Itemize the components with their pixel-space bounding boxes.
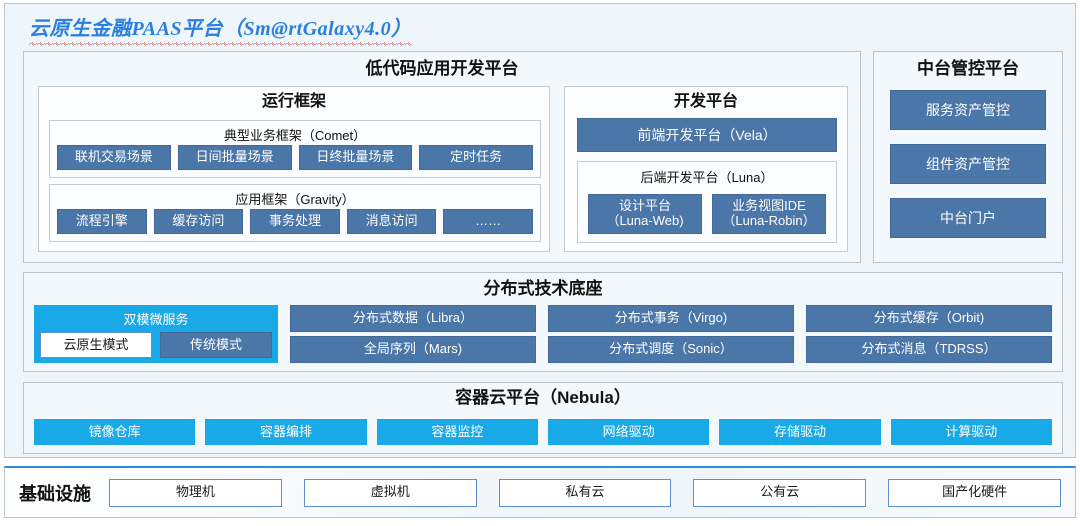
container-chip[interactable]: 计算驱动 (890, 419, 1052, 445)
gravity-chip-more[interactable]: …… (443, 209, 533, 234)
infrastructure-chip[interactable]: 国产化硬件 (888, 478, 1061, 507)
container-chip[interactable]: 存储驱动 (719, 419, 881, 445)
container-cloud-panel: 容器云平台（Nebula） 镜像仓库 容器编排 容器监控 网络驱动 存储驱动 计… (23, 382, 1063, 454)
comet-chip[interactable]: 联机交易场景 (57, 145, 171, 170)
container-chip[interactable]: 容器监控 (376, 419, 538, 445)
comet-chip-row: 联机交易场景 日间批量场景 日终批量场景 定时任务 (57, 145, 533, 170)
frontend-platform-chip[interactable]: 前端开发平台（Vela） (577, 118, 837, 152)
container-chip[interactable]: 镜像仓库 (34, 419, 196, 445)
distributed-base-panel: 分布式技术底座 双模微服务 云原生模式 传统模式 分布式数据（Libra） 全局… (23, 272, 1063, 372)
distributed-base-body: 双模微服务 云原生模式 传统模式 分布式数据（Libra） 全局序列（Mars)… (34, 305, 1052, 363)
backend-platform-panel: 后端开发平台（Luna） 设计平台 （Luna-Web) 业务视图IDE （Lu… (577, 161, 837, 243)
development-platform-heading: 开发平台 (673, 93, 738, 110)
runtime-framework-heading: 运行框架 (261, 93, 326, 110)
gravity-panel: 应用框架（Gravity） 流程引擎 缓存访问 事务处理 消息访问 …… (49, 184, 541, 242)
diagram-title-text: 云原生金融PAAS平台（Sm@rtGalaxy4.0） (29, 18, 412, 40)
diagram-title: 云原生金融PAAS平台（Sm@rtGalaxy4.0） (29, 12, 412, 49)
cloud-native-mode-chip[interactable]: 云原生模式 (40, 332, 152, 358)
comet-heading: 典型业务框架（Comet） (223, 128, 367, 143)
luna-robin-chip-line2: （Luna-Robin） (722, 213, 816, 228)
comet-chip[interactable]: 日终批量场景 (298, 145, 413, 170)
comet-chip[interactable]: 定时任务 (419, 145, 533, 170)
spellcheck-underline (29, 42, 412, 46)
luna-web-chip-line1: 设计平台 (618, 198, 671, 214)
distributed-chip[interactable]: 分布式消息（TDRSS） (806, 336, 1052, 363)
luna-robin-chip[interactable]: 业务视图IDE （Luna-Robin） (712, 194, 826, 234)
infrastructure-chip[interactable]: 虚拟机 (303, 478, 477, 507)
distributed-column: 分布式数据（Libra） 全局序列（Mars) (290, 305, 536, 363)
infrastructure-label: 基础设施 (19, 483, 91, 504)
infrastructure-chip-row: 物理机 虚拟机 私有云 公有云 国产化硬件 (109, 478, 1061, 507)
distributed-column: 分布式缓存（Orbit) 分布式消息（TDRSS） (806, 305, 1052, 363)
distributed-chip[interactable]: 分布式调度（Sonic） (548, 336, 794, 363)
development-platform-panel: 开发平台 前端开发平台（Vela） 后端开发平台（Luna） 设计平台 （Lun… (564, 86, 848, 252)
luna-robin-chip-line1: 业务视图IDE (732, 198, 806, 214)
backend-chip-row: 设计平台 （Luna-Web) 业务视图IDE （Luna-Robin） (588, 194, 826, 234)
dual-mode-heading: 双模微服务 (123, 312, 189, 327)
gravity-chip[interactable]: 缓存访问 (153, 209, 244, 234)
zhongtai-chip[interactable]: 服务资产管控 (890, 90, 1046, 130)
backend-platform-heading: 后端开发平台（Luna） (640, 170, 774, 185)
zhongtai-chip-list: 服务资产管控 组件资产管控 中台门户 (890, 90, 1046, 238)
comet-chip[interactable]: 日间批量场景 (177, 145, 292, 170)
gravity-chip[interactable]: 事务处理 (250, 209, 340, 234)
traditional-mode-chip[interactable]: 传统模式 (160, 332, 272, 358)
container-cloud-chip-row: 镜像仓库 容器编排 容器监控 网络驱动 存储驱动 计算驱动 (34, 419, 1052, 445)
zhongtai-control-panel: 中台管控平台 服务资产管控 组件资产管控 中台门户 (873, 51, 1063, 263)
distributed-chip[interactable]: 分布式缓存（Orbit) (806, 305, 1052, 332)
distributed-chip[interactable]: 分布式数据（Libra） (290, 305, 536, 332)
zhongtai-chip[interactable]: 组件资产管控 (890, 144, 1046, 184)
runtime-framework-panel: 运行框架 典型业务框架（Comet） 联机交易场景 日间批量场景 日终批量场景 … (38, 86, 550, 252)
infrastructure-bar: 基础设施 物理机 虚拟机 私有云 公有云 国产化硬件 (4, 466, 1076, 518)
dual-mode-chip-row: 云原生模式 传统模式 (40, 332, 272, 358)
infrastructure-chip[interactable]: 公有云 (693, 478, 867, 507)
distributed-chip[interactable]: 全局序列（Mars) (290, 336, 536, 363)
comet-panel: 典型业务框架（Comet） 联机交易场景 日间批量场景 日终批量场景 定时任务 (49, 120, 541, 178)
gravity-chip[interactable]: 消息访问 (346, 209, 437, 234)
gravity-chip[interactable]: 流程引擎 (57, 209, 147, 234)
gravity-heading: 应用框架（Gravity） (235, 192, 355, 207)
container-cloud-heading: 容器云平台（Nebula） (455, 388, 631, 407)
luna-web-chip[interactable]: 设计平台 （Luna-Web) (588, 194, 702, 234)
lowcode-platform-panel: 低代码应用开发平台 运行框架 典型业务框架（Comet） 联机交易场景 日间批量… (23, 51, 861, 263)
main-panel: 云原生金融PAAS平台（Sm@rtGalaxy4.0） 低代码应用开发平台 运行… (4, 3, 1076, 458)
dual-mode-microservice-panel: 双模微服务 云原生模式 传统模式 (34, 305, 278, 363)
gravity-chip-row: 流程引擎 缓存访问 事务处理 消息访问 …… (57, 209, 533, 234)
infrastructure-chip[interactable]: 物理机 (109, 478, 282, 507)
container-chip[interactable]: 网络驱动 (547, 419, 710, 445)
distributed-base-heading: 分布式技术底座 (483, 279, 603, 298)
distributed-column: 分布式事务（Virgo) 分布式调度（Sonic） (548, 305, 794, 363)
container-chip[interactable]: 容器编排 (205, 419, 367, 445)
lowcode-platform-heading: 低代码应用开发平台 (365, 59, 519, 78)
infrastructure-chip[interactable]: 私有云 (498, 478, 672, 507)
luna-web-chip-line2: （Luna-Web) (606, 213, 684, 228)
zhongtai-chip[interactable]: 中台门户 (890, 198, 1046, 238)
distributed-chip[interactable]: 分布式事务（Virgo) (548, 305, 794, 332)
zhongtai-heading: 中台管控平台 (917, 59, 1019, 78)
